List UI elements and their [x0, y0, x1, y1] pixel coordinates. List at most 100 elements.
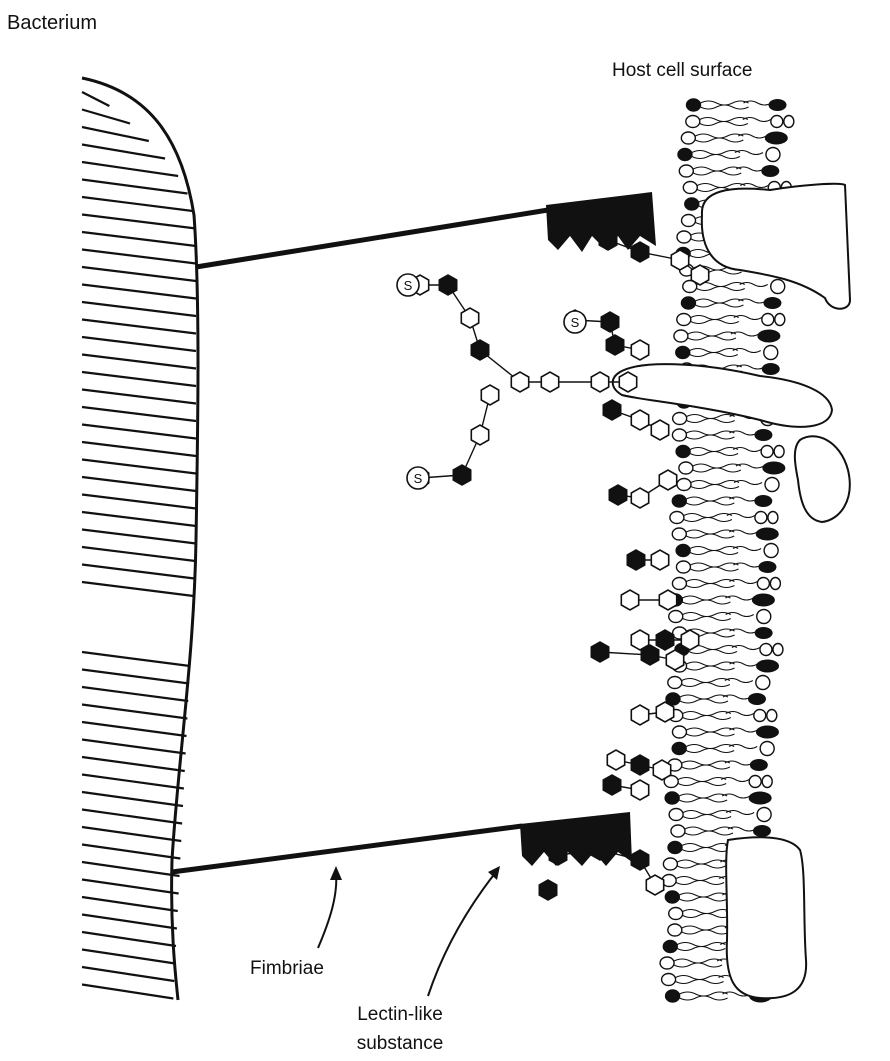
lipid-head-inner: [761, 165, 779, 177]
lipid-tail: [683, 811, 731, 815]
lipid-head-inner: [748, 693, 766, 705]
sugar-residue-light: [481, 385, 498, 405]
sugar-residue-light: [461, 308, 478, 328]
lipid-tail: [686, 580, 734, 584]
lipid-tail: [682, 761, 730, 765]
hatch-line: [82, 390, 196, 404]
lipid-head-inner: [758, 561, 776, 573]
lipid-head-inner: [765, 478, 779, 492]
lipid-head-outer: [677, 479, 691, 491]
lipid-tail: [686, 732, 734, 736]
sugar-residue-light: [646, 875, 663, 895]
hatch-line: [82, 337, 196, 351]
hatch-line: [82, 705, 187, 719]
lipid-head-outer: [672, 429, 686, 441]
lipid-head-outer: [669, 908, 683, 920]
lipid-head-outer: [669, 611, 683, 623]
lipid-head-inner: [768, 512, 778, 524]
lipid-tail: [686, 745, 734, 749]
hatch-line: [82, 722, 187, 736]
hatch-line: [82, 460, 196, 474]
lipid-head-inner: [757, 808, 771, 822]
sugar-residue-dark: [599, 230, 616, 250]
lipid-head-outer: [683, 182, 697, 194]
lipid-head-outer: [668, 842, 682, 854]
lipid-tail: [688, 336, 736, 340]
lectin-arrow: [428, 866, 500, 996]
lipid-tail: [690, 567, 738, 571]
lipid-tail: [691, 316, 739, 320]
lipid-tail: [682, 596, 730, 600]
lipid-tail: [680, 996, 728, 1000]
lipid-tail: [695, 134, 743, 138]
lipid-head-inner: [762, 363, 780, 375]
hatch-line: [82, 880, 179, 894]
hatch-line: [82, 425, 196, 439]
sugar-residue-light: [511, 372, 528, 392]
hatch-line: [82, 145, 165, 159]
lipid-head-inner: [756, 676, 770, 690]
sugar-residue-dark: [603, 400, 620, 420]
sugar-residue-light: [541, 372, 558, 392]
glycan-chains: SSS: [397, 230, 709, 900]
hatch-line: [82, 320, 196, 334]
lipid-head-inner: [756, 726, 778, 738]
sugar-residue-light: [619, 372, 636, 392]
lipid-head-outer: [677, 231, 691, 243]
hatch-line: [82, 687, 188, 701]
lipid-head-inner: [774, 446, 784, 458]
lipid-head-outer: [665, 792, 679, 804]
lipid-tail: [693, 167, 741, 171]
lipid-head-outer: [676, 561, 690, 573]
lipid-tail: [683, 716, 731, 720]
lipid-tail: [690, 452, 738, 456]
lipid-head-inner: [761, 446, 773, 458]
sugar-residue-light: [653, 760, 670, 780]
lipid-head-inner: [763, 462, 785, 474]
lipid-tail: [683, 910, 731, 914]
lipid-tail: [683, 914, 731, 918]
lipid-tail: [687, 662, 735, 666]
fimbriae-arrow: [318, 866, 342, 948]
lipid-tail: [682, 848, 730, 852]
hatch-line: [82, 302, 196, 316]
lipid-head-outer: [670, 512, 684, 524]
sugar-residue-light: [621, 590, 638, 610]
sugar-residue-dark: [539, 880, 556, 900]
sugar-residue-light: [631, 340, 648, 360]
lipid-head-outer: [676, 347, 690, 359]
sugar-residue-light: [666, 650, 683, 670]
lipid-head-outer: [676, 545, 690, 557]
hatch-line: [82, 950, 175, 964]
lipid-head-outer: [685, 198, 699, 210]
lipid-tail: [688, 332, 736, 336]
hatch-line: [82, 757, 185, 771]
lipid-tail: [685, 827, 733, 831]
lipid-head-inner: [757, 660, 779, 672]
lipid-tail: [674, 959, 722, 963]
hatch-line: [82, 862, 180, 876]
sugar-residue-light: [631, 488, 648, 508]
hatch-line: [82, 215, 196, 229]
lipid-head-inner: [769, 99, 787, 111]
sugar-residue-light: [631, 705, 648, 725]
hatch-line: [82, 232, 196, 246]
lipid-tail: [687, 415, 735, 419]
bacterium-cell-wall: [82, 78, 198, 1000]
lipid-head-inner: [756, 528, 778, 540]
lipid-head-outer: [678, 149, 692, 161]
sugar-residue-light: [691, 265, 708, 285]
hatch-line: [82, 565, 194, 579]
lipid-head-inner: [749, 776, 761, 788]
lipid-tail: [690, 563, 738, 567]
lipid-head-outer: [668, 677, 682, 689]
lipid-head-outer: [668, 924, 682, 936]
lipid-tail: [683, 815, 731, 819]
lipid-head-outer: [677, 314, 691, 326]
hatch-line: [82, 547, 195, 561]
lipid-tail: [686, 501, 734, 505]
lipid-head-outer: [673, 413, 687, 425]
hatch-line: [82, 495, 196, 509]
hatch-line: [82, 180, 188, 194]
lipid-head-inner: [754, 429, 772, 441]
